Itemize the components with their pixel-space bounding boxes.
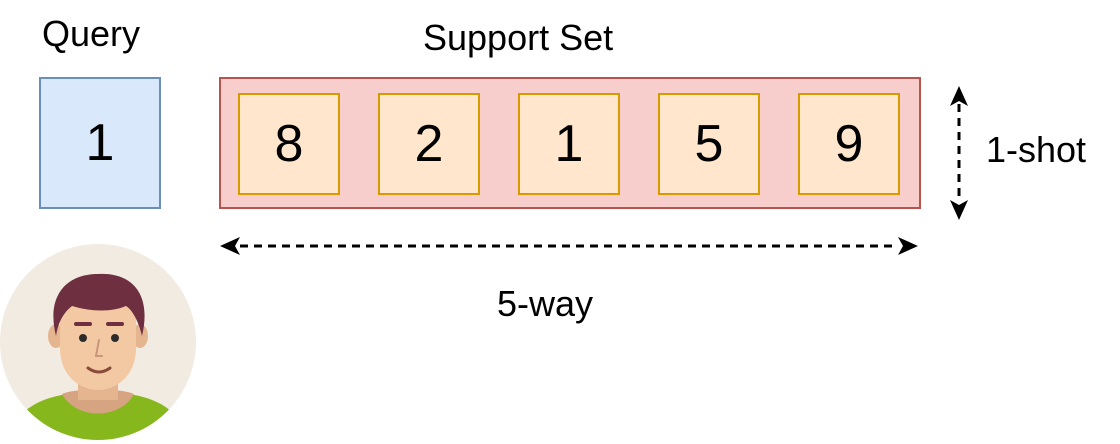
shot-label: 1-shot	[986, 129, 1087, 170]
support-card-4: 5	[658, 93, 760, 195]
way-label: 5-way	[497, 283, 594, 324]
shot-arrow	[950, 86, 968, 220]
support-digit: 2	[414, 115, 444, 173]
support-set-container: 8 2 1 5 9	[219, 77, 921, 209]
support-digit: 9	[834, 115, 864, 173]
way-arrow	[220, 237, 918, 255]
support-card-2: 2	[378, 93, 480, 195]
query-digit: 1	[85, 114, 115, 172]
person-avatar-icon	[0, 244, 196, 440]
support-digit: 1	[554, 115, 584, 173]
support-card-3: 1	[518, 93, 620, 195]
support-digit: 5	[694, 115, 724, 173]
query-title: Query	[42, 13, 141, 54]
query-card: 1	[39, 77, 161, 209]
support-set-title: Support Set	[423, 17, 614, 58]
support-card-5: 9	[798, 93, 900, 195]
support-card-1: 8	[238, 93, 340, 195]
support-digit: 8	[274, 115, 304, 173]
